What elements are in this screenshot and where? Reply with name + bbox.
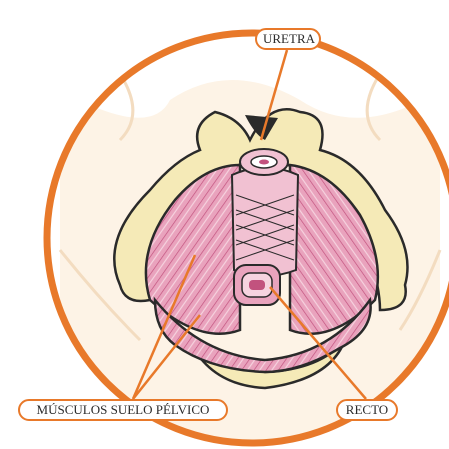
label-recto: RECTO xyxy=(336,399,398,421)
rectum xyxy=(234,265,280,305)
label-uretra: URETRA xyxy=(255,28,321,50)
label-pelvic-floor-muscles: MÚSCULOS SUELO PÉLVICO xyxy=(18,399,228,421)
